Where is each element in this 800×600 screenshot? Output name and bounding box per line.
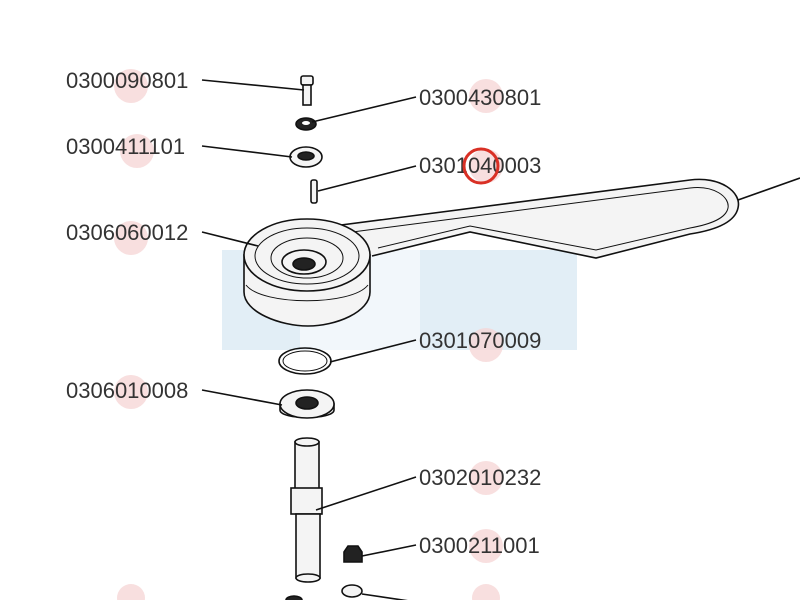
part-label-shaft[interactable]: 0302010232 [419, 465, 541, 490]
hotspot-dot[interactable] [114, 221, 148, 255]
belt-leader-line [737, 177, 800, 201]
part-label-pulley[interactable]: 0306060012 [66, 220, 188, 245]
part-label-pin[interactable]: 0301040003 [419, 153, 541, 178]
hotspot-dot[interactable] [469, 328, 503, 362]
leader-lines [201, 79, 417, 600]
bearing-large[interactable] [279, 389, 335, 419]
shaft[interactable] [290, 437, 323, 583]
nut[interactable] [343, 545, 363, 563]
hotspot-dot[interactable] [114, 69, 148, 103]
v-belt[interactable] [317, 178, 740, 259]
pulley[interactable] [243, 218, 371, 327]
washer[interactable] [295, 117, 317, 131]
pin[interactable] [310, 179, 318, 204]
part-label-bearing-small[interactable]: 0300411101 [66, 134, 185, 159]
hotspot-dot[interactable] [120, 134, 154, 168]
part-label-nut[interactable]: 0300211001 [419, 533, 540, 558]
hotspot-dot[interactable] [114, 375, 148, 409]
snap-ring[interactable] [278, 347, 332, 375]
bearing-small[interactable] [289, 146, 323, 168]
part-labels: 0300090801 0300430801 0300411101 0301040… [66, 68, 541, 558]
part-label-bolt[interactable]: 0300090801 [66, 68, 188, 93]
hotspot-dot[interactable] [472, 584, 500, 600]
hotspot-dot[interactable] [469, 461, 503, 495]
hotspot-dot[interactable] [117, 584, 145, 600]
bolt[interactable] [300, 75, 314, 106]
highlight-ring [462, 147, 500, 185]
part-label-bearing-large[interactable]: 0306010008 [66, 378, 188, 403]
part-label-snap-ring[interactable]: 0301070009 [419, 328, 541, 353]
lower-parts[interactable] [285, 584, 363, 600]
hotspot-dot[interactable] [469, 79, 503, 113]
hotspot-dot[interactable] [469, 529, 503, 563]
part-label-washer[interactable]: 0300430801 [419, 85, 541, 110]
